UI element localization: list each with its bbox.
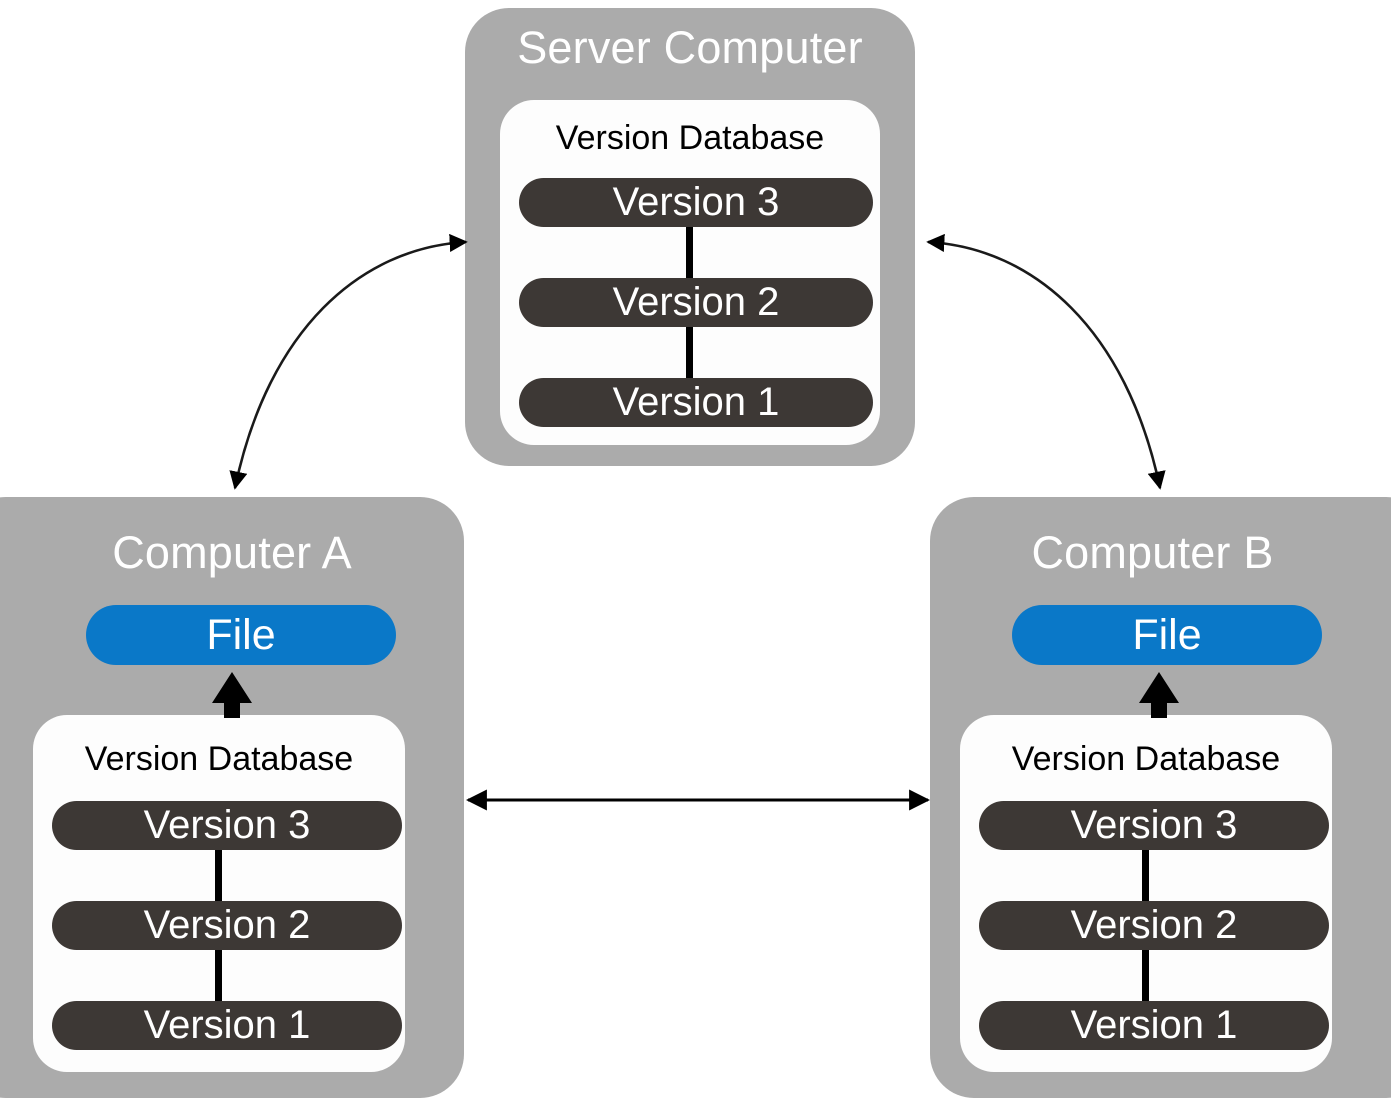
computer-b-version-pill-3[interactable]: Version 3 bbox=[979, 801, 1329, 850]
server-version-database-title: Version Database bbox=[555, 119, 825, 157]
computer-b-version-database-panel: Version Database Version 3 Version 2 Ver… bbox=[960, 715, 1332, 1072]
computer-b-version-database-title: Version Database bbox=[1011, 740, 1281, 778]
server-version-pill-1[interactable]: Version 1 bbox=[519, 378, 873, 427]
computer-a-version-database-title: Version Database bbox=[84, 740, 354, 778]
server-version-pill-3[interactable]: Version 3 bbox=[519, 178, 873, 227]
server-version-pill-2[interactable]: Version 2 bbox=[519, 278, 873, 327]
computer-a-version-database-panel: Version Database Version 3 Version 2 Ver… bbox=[33, 715, 405, 1072]
computer-b-file-pill[interactable]: File bbox=[1012, 605, 1322, 665]
computer-b-version-connector-2-1 bbox=[1142, 950, 1149, 1030]
server-version-database-panel: Version Database Version 3 Version 2 Ver… bbox=[500, 100, 880, 445]
computer-a-version-connector-3-2 bbox=[215, 850, 222, 930]
server-computer-box: Server Computer Version Database Version… bbox=[465, 8, 915, 466]
arrow-server-to-computer-b bbox=[926, 233, 1166, 490]
computer-a-version-pill-3[interactable]: Version 3 bbox=[52, 801, 402, 850]
arrow-server-to-computer-a bbox=[229, 233, 468, 490]
computer-a-file-pill[interactable]: File bbox=[86, 605, 396, 665]
server-version-connector-2-1 bbox=[686, 327, 693, 407]
computer-b-version-connector-3-2 bbox=[1142, 850, 1149, 930]
computer-b-box: Computer B File Version Database Version… bbox=[930, 497, 1391, 1098]
computer-b-version-pill-1[interactable]: Version 1 bbox=[979, 1001, 1329, 1050]
computer-b-version-pill-2[interactable]: Version 2 bbox=[979, 901, 1329, 950]
computer-a-box: Computer A File Version Database Version… bbox=[0, 497, 464, 1098]
server-version-connector-3-2 bbox=[686, 227, 693, 307]
computer-a-version-pill-2[interactable]: Version 2 bbox=[52, 901, 402, 950]
computer-a-title: Computer A bbox=[112, 527, 352, 578]
computer-b-title: Computer B bbox=[1031, 527, 1274, 578]
computer-a-version-pill-1[interactable]: Version 1 bbox=[52, 1001, 402, 1050]
computer-a-version-connector-2-1 bbox=[215, 950, 222, 1030]
server-computer-title: Server Computer bbox=[517, 22, 863, 73]
